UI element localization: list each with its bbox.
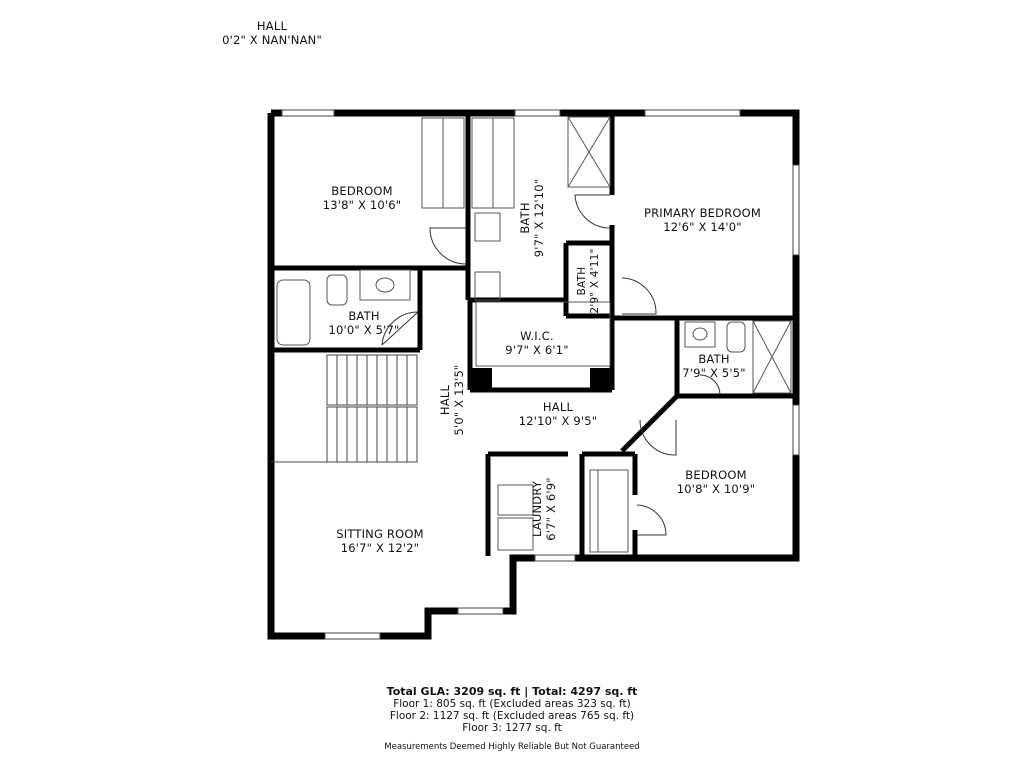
floating-hall-label: HALL 0'2" X NAN'NAN" <box>222 19 322 47</box>
room-name: BATH <box>518 202 532 234</box>
room-label-bath-left: BATH 10'0" X 5'7" <box>314 309 414 337</box>
room-label-bath-upper: BATH 9'7" X 12'10" <box>518 158 546 278</box>
room-dimensions: 12'10" X 9'5" <box>518 414 598 428</box>
room-dimensions: 13'8" X 10'6" <box>322 198 402 212</box>
room-label-hall-main: HALL 12'10" X 9'5" <box>508 400 608 428</box>
room-name: W.I.C. <box>520 329 554 343</box>
stairs <box>271 354 418 463</box>
room-dimensions: 2'9" X 4'11" <box>589 248 601 314</box>
room-name: BEDROOM <box>685 468 747 482</box>
room-dimensions: 9'7" X 12'10" <box>532 178 546 258</box>
room-label-primary-bedroom: PRIMARY BEDROOM 12'6" X 14'0" <box>630 206 775 234</box>
fixtures <box>276 116 792 553</box>
room-label-bedroom-2: BEDROOM 10'8" X 10'9" <box>666 468 766 496</box>
room-dimensions: 5'0" X 13'5" <box>452 364 466 436</box>
interior-walls <box>271 113 796 556</box>
room-name: HALL <box>256 19 288 33</box>
area-summary: Total GLA: 3209 sq. ft | Total: 4297 sq.… <box>0 685 1024 735</box>
room-name: HALL <box>542 400 574 414</box>
floor-2-area: Floor 2: 1127 sq. ft (Excluded areas 765… <box>389 710 635 722</box>
room-dimensions: 10'8" X 10'9" <box>676 482 756 496</box>
area-totals: Total GLA: 3209 sq. ft | Total: 4297 sq.… <box>386 685 638 698</box>
floor-1-area: Floor 1: 805 sq. ft (Excluded areas 323 … <box>393 698 631 710</box>
room-name: BATH <box>576 266 588 296</box>
room-dimensions: 10'0" X 5'7" <box>328 323 400 337</box>
room-name: BATH <box>348 309 380 323</box>
room-label-laundry: LAUNDRY 6'7" X 6'9" <box>530 469 558 549</box>
room-label-wic: W.I.C. 9'7" X 6'1" <box>487 329 587 357</box>
room-name: BEDROOM <box>331 184 393 198</box>
room-name: HALL <box>438 384 452 416</box>
exterior-walls <box>267 109 800 640</box>
room-dimensions: 0'2" X NAN'NAN" <box>222 33 322 47</box>
room-dimensions: 6'7" X 6'9" <box>544 477 558 541</box>
room-dimensions: 16'7" X 12'2" <box>340 541 420 555</box>
closet-corner-blocks <box>470 368 612 390</box>
room-label-bath-right: BATH 7'9" X 5'5" <box>674 352 754 380</box>
room-name: PRIMARY BEDROOM <box>643 206 762 220</box>
room-dimensions: 7'9" X 5'5" <box>682 366 746 380</box>
room-label-sitting-room: SITTING ROOM 16'7" X 12'2" <box>320 527 440 555</box>
room-dimensions: 12'6" X 14'0" <box>663 220 742 234</box>
room-label-bath-small: BATH 2'9" X 4'11" <box>576 241 602 321</box>
room-name: LAUNDRY <box>530 480 544 538</box>
door-swings <box>381 194 721 536</box>
room-label-hall-vertical: HALL 5'0" X 13'5" <box>438 350 466 450</box>
room-dimensions: 9'7" X 6'1" <box>505 343 569 357</box>
disclaimer: Measurements Deemed Highly Reliable But … <box>384 742 640 752</box>
room-name: SITTING ROOM <box>336 527 424 541</box>
room-name: BATH <box>698 352 730 366</box>
floor-3-area: Floor 3: 1277 sq. ft <box>462 722 562 734</box>
room-label-bedroom-1: BEDROOM 13'8" X 10'6" <box>302 184 422 212</box>
windows <box>281 109 800 640</box>
